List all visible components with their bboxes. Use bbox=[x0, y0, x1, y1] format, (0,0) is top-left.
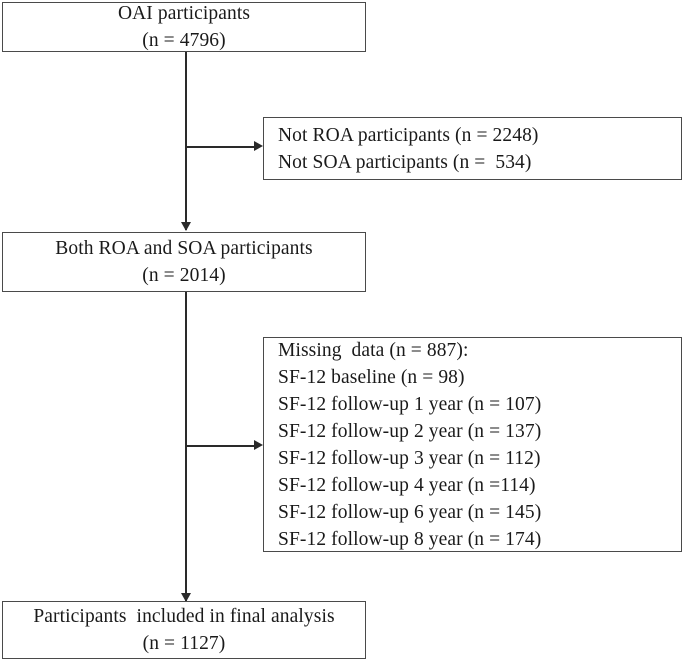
node-both-roa-soa-participants: Both ROA and SOA participants (n = 2014) bbox=[2, 232, 366, 292]
connector-trunk-upper bbox=[185, 52, 187, 230]
excluded-line-not-soa: Not SOA participants (n = 534) bbox=[278, 151, 532, 173]
node-oai-line-2: (n = 4796) bbox=[142, 30, 226, 51]
excluded-line-not-roa: Not ROA participants (n = 2248) bbox=[278, 124, 539, 146]
node-missing-data: Missing data (n = 887): SF-12 baseline (… bbox=[263, 337, 682, 552]
missing-line-1: SF-12 baseline (n = 98) bbox=[278, 366, 465, 388]
node-final-line-2: (n = 1127) bbox=[142, 633, 226, 654]
missing-line-0: Missing data (n = 887): bbox=[278, 339, 469, 361]
connector-trunk-lower bbox=[185, 292, 187, 601]
node-excluded-not-roa-soa: Not ROA participants (n = 2248) Not SOA … bbox=[263, 117, 682, 180]
missing-line-6: SF-12 follow-up 6 year (n = 145) bbox=[278, 501, 542, 523]
connector-branch-exclusion-1 bbox=[186, 146, 256, 148]
arrowhead-down-to-final bbox=[180, 593, 191, 602]
node-both-line-1: Both ROA and SOA participants bbox=[55, 238, 313, 259]
missing-line-2: SF-12 follow-up 1 year (n = 107) bbox=[278, 393, 542, 415]
arrowhead-right-missing-data bbox=[254, 440, 263, 451]
node-both-line-2: (n = 2014) bbox=[142, 265, 226, 286]
node-final-line-1: Participants included in final analysis bbox=[33, 606, 335, 627]
missing-line-7: SF-12 follow-up 8 year (n = 174) bbox=[278, 528, 542, 550]
missing-line-4: SF-12 follow-up 3 year (n = 112) bbox=[278, 447, 541, 469]
node-oai-line-1: OAI participants bbox=[117, 3, 251, 24]
node-oai-participants: OAI participants (n = 4796) bbox=[2, 2, 366, 52]
missing-line-3: SF-12 follow-up 2 year (n = 137) bbox=[278, 420, 542, 442]
arrowhead-down-to-both bbox=[180, 222, 191, 231]
connector-branch-missing-data bbox=[186, 445, 256, 447]
node-final-analysis: Participants included in final analysis … bbox=[2, 601, 366, 659]
arrowhead-right-exclusion-1 bbox=[254, 141, 263, 152]
missing-line-5: SF-12 follow-up 4 year (n =114) bbox=[278, 474, 536, 496]
